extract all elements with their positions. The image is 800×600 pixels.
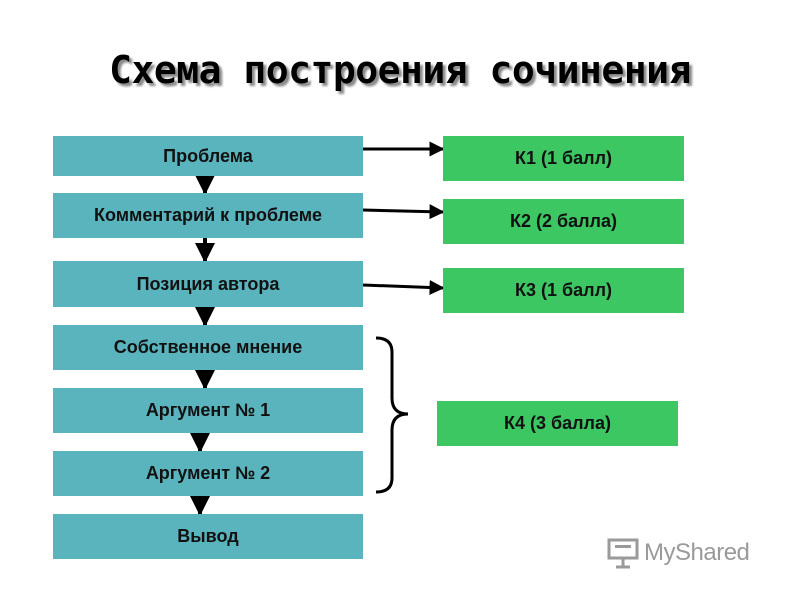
criteria-arrow-3 xyxy=(362,279,445,295)
step-comment: Комментарий к проблеме xyxy=(53,193,363,238)
score-k3: К3 (1 балл) xyxy=(443,268,684,313)
page-title: Схема построения сочинения xyxy=(109,48,691,92)
score-k2: К2 (2 балла) xyxy=(443,199,684,244)
step-argument-2: Аргумент № 2 xyxy=(53,451,363,496)
watermark-text: MyShared xyxy=(644,539,750,566)
step-author-position: Позиция автора xyxy=(53,261,363,307)
curly-brace xyxy=(375,336,409,494)
step-own-opinion: Собственное мнение xyxy=(53,325,363,370)
criteria-arrow-2 xyxy=(362,204,445,220)
step-problem: Проблема xyxy=(53,136,363,176)
watermark: MyShared xyxy=(606,536,750,570)
score-k1: К1 (1 балл) xyxy=(443,136,684,181)
presentation-board-icon xyxy=(607,538,639,569)
score-k4: К4 (3 балла) xyxy=(437,401,678,446)
step-argument-1: Аргумент № 1 xyxy=(53,388,363,433)
step-conclusion: Вывод xyxy=(53,514,363,559)
